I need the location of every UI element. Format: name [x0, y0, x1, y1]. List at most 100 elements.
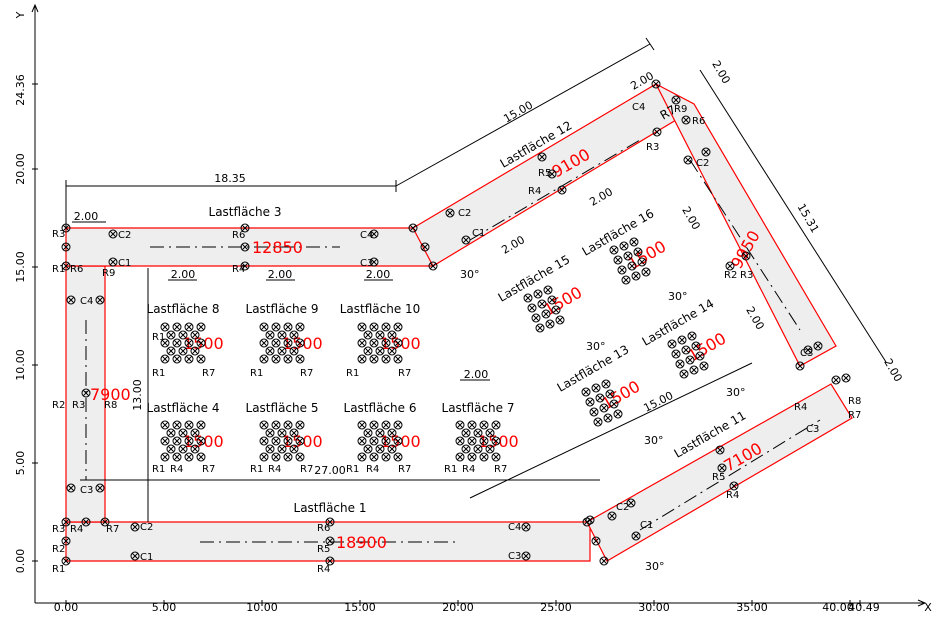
support-marker-icon	[375, 330, 385, 340]
point-label-r7: R7	[398, 464, 411, 475]
support-marker-icon	[551, 305, 561, 315]
support-marker-icon	[831, 375, 841, 385]
support-marker-icon	[557, 185, 567, 195]
support-marker-icon	[393, 452, 403, 462]
point-label-r1: R1	[52, 264, 65, 275]
support-marker-icon	[555, 315, 565, 325]
support-marker-icon	[172, 354, 182, 364]
point-label-r9: R9	[674, 104, 687, 115]
dimension-lines	[65, 37, 887, 522]
support-marker-icon	[521, 522, 531, 532]
support-marker-icon	[585, 515, 595, 525]
point-label-c2: C2	[140, 522, 153, 533]
support-marker-icon	[627, 261, 637, 271]
support-marker-icon	[715, 445, 725, 455]
y-tick-end: 24.36	[14, 74, 27, 106]
angle-30-c: 30°	[644, 434, 664, 447]
support-marker-icon	[369, 338, 379, 348]
point-label-r7: R7	[106, 524, 119, 535]
y-tick-10: 10.00	[14, 349, 27, 381]
support-marker-icon	[473, 444, 483, 454]
support-marker-icon	[685, 355, 695, 365]
support-marker-icon	[595, 393, 605, 403]
support-marker-icon	[729, 481, 739, 491]
label-lastflaeche-7: Lastfläche 7	[442, 401, 515, 415]
point-label-r5: R5	[538, 168, 551, 179]
y-tick-15: 15.00	[14, 251, 27, 283]
x-tick-25: 25.00	[540, 601, 572, 614]
point-label-r7: R7	[300, 464, 313, 475]
support-marker-icon	[381, 338, 391, 348]
support-marker-icon	[741, 251, 751, 261]
point-label-r7: R7	[202, 464, 215, 475]
support-marker-icon	[295, 322, 305, 332]
dim-13-00: 13.00	[131, 379, 144, 411]
support-marker-icon	[190, 444, 200, 454]
support-marker-icon	[491, 452, 501, 462]
support-marker-icon	[633, 247, 643, 257]
point-label-c1: C1	[640, 520, 653, 531]
support-marker-icon	[363, 428, 373, 438]
y-axis-ticks	[32, 83, 38, 562]
support-marker-icon	[523, 293, 533, 303]
support-marker-icon	[190, 346, 200, 356]
point-label-r3: R3	[740, 270, 753, 281]
support-marker-icon	[681, 345, 691, 355]
support-marker-icon	[363, 346, 373, 356]
support-marker-icon	[81, 388, 91, 398]
support-marker-icon	[455, 436, 465, 446]
support-marker-icon	[671, 349, 681, 359]
x-tick-5: 5.00	[152, 601, 177, 614]
support-marker-icon	[375, 428, 385, 438]
support-marker-icon	[381, 354, 391, 364]
support-marker-icon	[277, 330, 287, 340]
point-label-c3: C3	[806, 424, 819, 435]
value-la1: 18900	[336, 533, 387, 552]
support-marker-icon	[613, 409, 623, 419]
support-marker-icon	[259, 452, 269, 462]
support-marker-icon	[160, 354, 170, 364]
support-marker-icon	[485, 444, 495, 454]
support-marker-icon	[408, 223, 418, 233]
point-label-r6: R6	[232, 230, 245, 241]
support-marker-icon	[178, 444, 188, 454]
support-marker-icon	[591, 383, 601, 393]
angle-30-a: 30°	[460, 268, 480, 281]
point-label-r1: R1	[52, 564, 65, 575]
support-marker-icon	[61, 261, 71, 271]
support-marker-icon	[289, 346, 299, 356]
support-marker-icon	[283, 354, 293, 364]
dim-27-00: 27.00	[314, 464, 346, 477]
x-tick-20: 20.00	[442, 601, 474, 614]
support-marker-icon	[393, 436, 403, 446]
point-label-r5: R5	[317, 544, 330, 555]
point-label-r2: R2	[52, 544, 65, 555]
x-tick-0: 0.00	[54, 601, 79, 614]
dim-2-00-c: 2.00	[268, 268, 293, 281]
support-marker-icon	[196, 452, 206, 462]
support-marker-icon	[671, 95, 681, 105]
support-marker-icon	[467, 452, 477, 462]
axes	[31, 3, 927, 607]
support-marker-icon	[160, 436, 170, 446]
support-marker-icon	[196, 420, 206, 430]
support-marker-icon	[369, 436, 379, 446]
point-label-r3: R3	[646, 142, 659, 153]
support-marker-icon	[445, 208, 455, 218]
support-marker-icon	[533, 289, 543, 299]
support-marker-icon	[166, 428, 176, 438]
label-lastflaeche-6: Lastfläche 6	[344, 401, 417, 415]
support-marker-icon	[259, 338, 269, 348]
y-tick-5: 5.00	[14, 451, 27, 476]
support-markers	[61, 79, 851, 566]
support-marker-icon	[166, 444, 176, 454]
support-marker-icon	[369, 229, 379, 239]
support-marker-icon	[190, 428, 200, 438]
support-marker-icon	[95, 483, 105, 493]
support-marker-icon	[283, 452, 293, 462]
support-marker-icon	[667, 339, 677, 349]
support-marker-icon	[599, 403, 609, 413]
label-lastflaeche-4: Lastfläche 4	[147, 401, 220, 415]
support-marker-icon	[271, 420, 281, 430]
